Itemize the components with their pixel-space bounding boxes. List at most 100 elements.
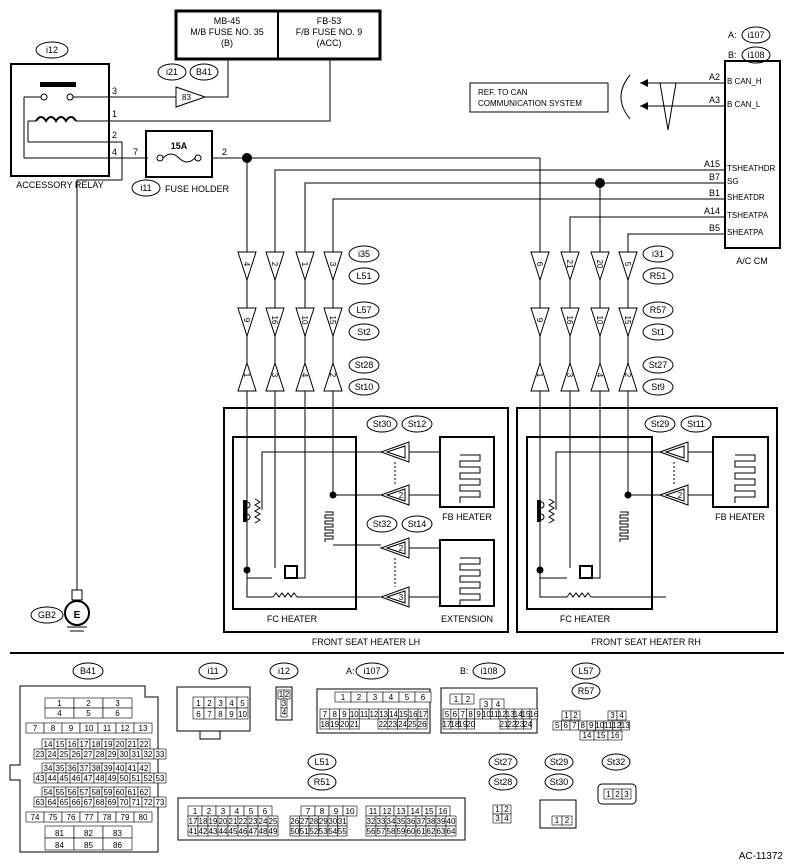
rh-tri-fb-bot-inner bbox=[664, 488, 685, 502]
l51-r1a-pin-20: 20 bbox=[219, 817, 228, 826]
rh-fc-bot bbox=[539, 570, 567, 598]
relay-conn: i12 bbox=[46, 45, 58, 55]
b41-r5-pin-38: 38 bbox=[92, 764, 101, 773]
lh-fc-sensor bbox=[284, 565, 298, 579]
b41-r4-pin-32: 32 bbox=[144, 750, 153, 759]
fuse-holder: 15A 7 2 i11 FUSE HOLDER bbox=[131, 130, 230, 197]
lh-tri-fb-bot-label: 2 bbox=[399, 491, 404, 500]
b41-r3-pin-20: 20 bbox=[116, 740, 125, 749]
st27-cell-4 bbox=[501, 813, 512, 824]
face-st32-body bbox=[597, 783, 637, 805]
i108-r2-pin-10: 10 bbox=[482, 710, 491, 719]
l51-r0c-pin-12: 12 bbox=[383, 807, 392, 816]
wire-sheatdr bbox=[332, 198, 724, 252]
l51-r1b-pin-27: 27 bbox=[300, 817, 309, 826]
st29-cell-2 bbox=[561, 815, 573, 826]
left-row2-pin0 bbox=[237, 361, 257, 392]
left-row2-pin1-label: 3 bbox=[270, 373, 279, 378]
l51-r2a-pin-44: 44 bbox=[219, 827, 228, 836]
l57-r1-pin-8: 8 bbox=[581, 721, 586, 730]
relay-pin-3: 3 bbox=[112, 86, 117, 96]
b41-r7-pin-57: 57 bbox=[80, 788, 89, 797]
b41-r10-pin-81: 81 bbox=[55, 829, 64, 838]
i108-r0-pin-1: 1 bbox=[454, 695, 459, 704]
i107-r1-pin-17: 17 bbox=[418, 710, 427, 719]
i107-r1-pin-8: 8 bbox=[332, 710, 337, 719]
relay-link-conn-b: B41 bbox=[196, 67, 212, 77]
i11-pin-2: 2 bbox=[207, 699, 212, 708]
l51-r0c-pin-11: 11 bbox=[369, 807, 378, 816]
right-row0-conn2-oval bbox=[642, 267, 674, 285]
lh-tri-ext-top-inner bbox=[385, 541, 406, 555]
b41-r5-pin-34: 34 bbox=[44, 764, 53, 773]
left-row2-pin2-label: 4 bbox=[300, 373, 309, 378]
rh-fc-coil bbox=[619, 511, 629, 542]
b41-r11-cell-86 bbox=[102, 837, 133, 851]
left-row2-pin3 bbox=[323, 361, 343, 392]
st32-pin-2: 2 bbox=[615, 790, 620, 799]
lh-tri-ext-bot-label: 3 bbox=[399, 593, 404, 602]
face-l57-name-oval bbox=[571, 662, 601, 680]
l51-r2a-pin-46: 46 bbox=[239, 827, 248, 836]
l51-r1c-pin-40: 40 bbox=[447, 817, 456, 826]
st32-pin-3: 3 bbox=[624, 790, 629, 799]
ground-symbol: E bbox=[74, 610, 81, 621]
junction-sg bbox=[595, 178, 605, 188]
lh-fb-conn1: St30 bbox=[373, 419, 392, 429]
right-row2-pin3-label: 2 bbox=[623, 373, 632, 378]
i12-r1-pin-3: 3 bbox=[282, 699, 287, 708]
right-row1-pin1 bbox=[560, 307, 580, 338]
left-row0-conn2-oval bbox=[348, 267, 380, 285]
b41-r9-pin-75: 75 bbox=[49, 813, 58, 822]
l51-r1a-pin-17: 17 bbox=[189, 817, 198, 826]
b41-r5-pin-41: 41 bbox=[128, 764, 137, 773]
b41-r6-pin-43: 43 bbox=[36, 774, 45, 783]
b41-r7-pin-56: 56 bbox=[68, 788, 77, 797]
right-row2-pin1 bbox=[560, 361, 580, 392]
b41-r6-pin-50: 50 bbox=[120, 774, 129, 783]
i108-r2-pin-16: 16 bbox=[529, 710, 538, 719]
b41-r6-pin-45: 45 bbox=[60, 774, 69, 783]
right-row2-pin2 bbox=[590, 361, 610, 392]
l57-r0b-cell-4 bbox=[616, 710, 627, 721]
right-row0-conn2: R51 bbox=[650, 271, 667, 281]
l51-r2b-pin-52: 52 bbox=[309, 827, 318, 836]
l51-r1b-pin-26: 26 bbox=[290, 817, 299, 826]
l57-r1-pin-12: 12 bbox=[612, 721, 621, 730]
left-row2-pin1 bbox=[265, 361, 285, 392]
face-b41-name: B41 bbox=[80, 666, 96, 676]
i108-r3b-pin-23: 23 bbox=[515, 720, 524, 729]
lh-fb-label: FB HEATER bbox=[442, 512, 492, 522]
left-row2-pin3-label: 2 bbox=[328, 373, 337, 378]
l51-r1a-pin-22: 22 bbox=[239, 817, 248, 826]
b41-r9-pin-78: 78 bbox=[103, 813, 112, 822]
b41-r7-pin-54: 54 bbox=[44, 788, 53, 797]
b41-r0-pin-1: 1 bbox=[57, 699, 62, 708]
i107-r0-pin-6: 6 bbox=[421, 693, 426, 702]
b41-r8-pin-72: 72 bbox=[144, 798, 153, 807]
left-row1-conn1-oval bbox=[348, 301, 380, 319]
l57-r1-pin-10: 10 bbox=[595, 721, 604, 730]
left-row1-pin3 bbox=[323, 307, 343, 338]
l51-r0a-pin-6: 6 bbox=[263, 807, 268, 816]
b41-r3-pin-15: 15 bbox=[56, 740, 65, 749]
rh-fc-w0b bbox=[539, 570, 567, 579]
l51-r2c-pin-59: 59 bbox=[397, 827, 406, 836]
left-row2-conn1: St28 bbox=[355, 360, 374, 370]
b41-r4-pin-28: 28 bbox=[96, 750, 105, 759]
i107-r2a-pin-18: 18 bbox=[320, 720, 329, 729]
b41-r4-pin-33: 33 bbox=[156, 750, 165, 759]
i107-r2a-pin-20: 20 bbox=[340, 720, 349, 729]
b41-r7-pin-55: 55 bbox=[56, 788, 65, 797]
l51-r2b-pin-53: 53 bbox=[319, 827, 328, 836]
b41-r4-pin-24: 24 bbox=[48, 750, 57, 759]
left-row2-pin2 bbox=[295, 361, 315, 392]
i107-r1-pin-10: 10 bbox=[350, 710, 359, 719]
l51-r2c-pin-60: 60 bbox=[407, 827, 416, 836]
l51-r2b-pin-54: 54 bbox=[328, 827, 337, 836]
ac-cm-pin-A3: A3 bbox=[709, 95, 720, 105]
ac-cm-pin-name-A3: B CAN_L bbox=[727, 100, 761, 109]
l51-r1c-pin-33: 33 bbox=[377, 817, 386, 826]
